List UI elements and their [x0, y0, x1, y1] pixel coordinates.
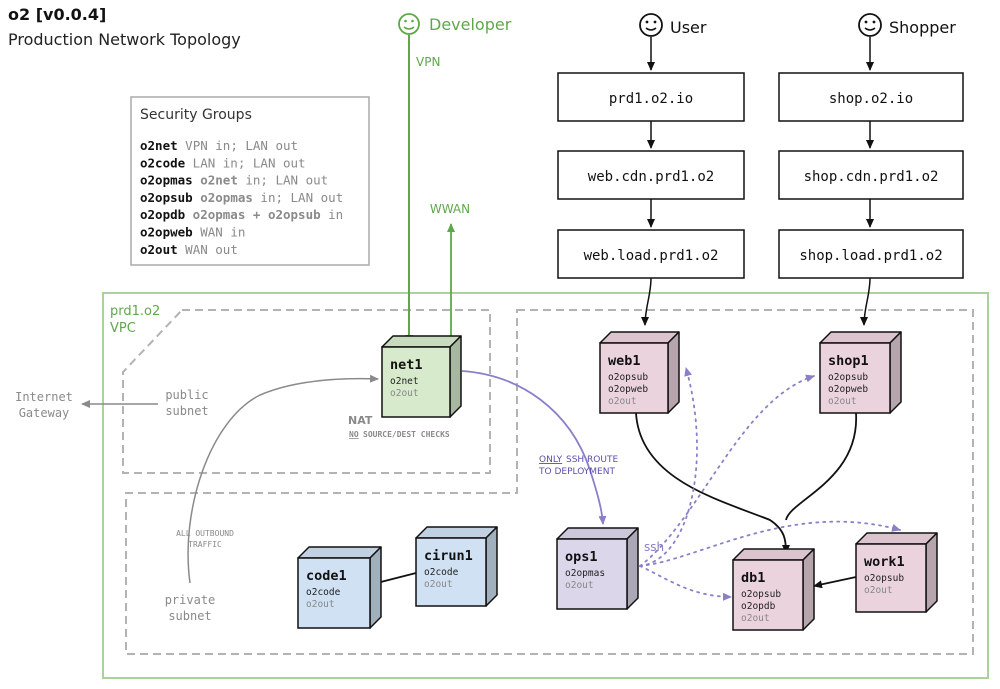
security-group-row: o2code LAN in; LAN out — [140, 155, 306, 170]
web1-to-db1-arrow — [635, 412, 790, 554]
node-net1-group: o2net — [390, 376, 419, 387]
vpc-name: prd1.o2 — [110, 304, 160, 319]
load-to-web1-arrow — [641, 277, 652, 326]
security-groups-title: Security Groups — [140, 107, 252, 123]
node-cirun1-name: cirun1 — [424, 548, 473, 564]
endpoint-shop-load-label: shop.load.prd1.o2 — [799, 248, 942, 264]
vpn-label: VPN — [416, 55, 440, 69]
private-subnet-region — [125, 309, 974, 655]
node-ops1-group: o2opmas — [565, 568, 605, 579]
ssh-dotted-connections — [639, 367, 901, 601]
node-work1-name: work1 — [864, 554, 905, 570]
outbound-traffic-arrow — [187, 374, 379, 584]
endpoint-web-cdn-label: web.cdn.prd1.o2 — [588, 169, 714, 185]
ssh-route-label: SSH ROUTE — [566, 455, 618, 465]
endpoint-shop-load — [778, 229, 964, 279]
security-group-row: o2opmas o2net in; LAN out — [140, 173, 328, 188]
private-subnet-label-1: private — [165, 593, 216, 607]
outbound-label-2: TRAFFIC — [188, 540, 222, 549]
node-web1-group: o2opsub — [608, 372, 648, 383]
endpoint-shop — [778, 72, 964, 122]
security-group-row: o2net VPN in; LAN out — [140, 138, 298, 153]
node-code1-out: o2out — [306, 599, 335, 610]
diagram-subtitle: Production Network Topology — [8, 30, 241, 49]
security-group-row: o2out WAN out — [140, 242, 238, 257]
vpc-type: VPC — [110, 321, 136, 336]
node-code1-name: code1 — [306, 568, 347, 584]
internet-gateway-label-1: Internet — [15, 390, 73, 404]
shopper-label: Shopper — [889, 18, 956, 37]
node-work1-out: o2out — [864, 585, 893, 596]
security-group-row: o2opweb WAN in — [140, 225, 245, 240]
node-web1-name: web1 — [608, 353, 641, 369]
user-icon — [639, 13, 663, 37]
node-shop1-out: o2out — [828, 396, 857, 407]
security-groups-box — [130, 96, 370, 266]
work1-to-db1-arrow — [813, 576, 857, 589]
endpoint-shop-label: shop.o2.io — [829, 91, 913, 107]
node-cubes: net1o2neto2outweb1o2opsubo2opwebo2outsho… — [297, 331, 938, 631]
developer-icon — [398, 13, 420, 35]
node-db1-out: o2out — [741, 613, 770, 624]
node-ops1-name: ops1 — [565, 549, 598, 565]
user-label: User — [670, 18, 707, 37]
nat-note-underlined: NO — [349, 430, 359, 439]
node-shop1-group: o2opweb — [828, 384, 868, 395]
node-web1-out: o2out — [608, 396, 637, 407]
ssh-route-arrow — [461, 370, 607, 525]
node-shop1-name: shop1 — [828, 353, 869, 369]
endpoint-web-load-label: web.load.prd1.o2 — [584, 248, 719, 264]
public-subnet-label-1: public — [165, 388, 208, 402]
nat-label: NAT — [348, 414, 373, 427]
security-group-row: o2opdb o2opmas + o2opsub in — [140, 207, 343, 222]
node-net1-out: o2out — [390, 388, 419, 399]
vpc-boundary — [102, 292, 989, 679]
public-subnet-label-2: subnet — [165, 404, 208, 418]
node-cirun1-group: o2code — [424, 567, 459, 578]
node-shop1-group: o2opsub — [828, 372, 868, 383]
endpoint-web-cdn — [557, 150, 745, 200]
node-code1-group: o2code — [306, 587, 341, 598]
ssh-label: ssh — [644, 540, 664, 554]
node-db1-group: o2opsub — [741, 589, 781, 600]
wwan-label: WWAN — [430, 202, 470, 216]
node-db1-name: db1 — [741, 570, 765, 586]
node-web1-group: o2opweb — [608, 384, 648, 395]
node-ops1-out: o2out — [565, 580, 594, 591]
outbound-label-1: ALL OUTBOUND — [176, 529, 234, 538]
shopper-icon — [858, 13, 882, 37]
shop1-to-db1-line — [785, 412, 857, 521]
public-subnet-region — [122, 309, 491, 474]
node-db1-group: o2opdb — [741, 601, 776, 612]
nat-note: SOURCE/DEST CHECKS — [363, 430, 450, 439]
private-subnet-label-2: subnet — [168, 609, 211, 623]
endpoint-shop-cdn-label: shop.cdn.prd1.o2 — [804, 169, 939, 185]
security-groups-list: o2net VPN in; LAN out o2code LAN in; LAN … — [140, 138, 343, 257]
diagram-title: o2 [v0.0.4] — [8, 5, 106, 24]
developer-label: Developer — [429, 15, 512, 34]
endpoint-shop-cdn — [778, 150, 964, 200]
endpoint-prd1-label: prd1.o2.io — [609, 91, 693, 107]
ssh-route-underlined: ONLY — [539, 455, 563, 465]
endpoint-web-load — [557, 229, 745, 279]
node-work1-group: o2opsub — [864, 573, 904, 584]
security-group-row: o2opsub o2opmas in; LAN out — [140, 190, 343, 205]
load-to-shop1-arrow — [860, 277, 871, 326]
ssh-route-label-2: TO DEPLOYMENT — [538, 467, 615, 477]
node-cirun1-out: o2out — [424, 579, 453, 590]
node-net1-name: net1 — [390, 357, 423, 373]
internet-gateway-label-2: Gateway — [19, 406, 70, 420]
